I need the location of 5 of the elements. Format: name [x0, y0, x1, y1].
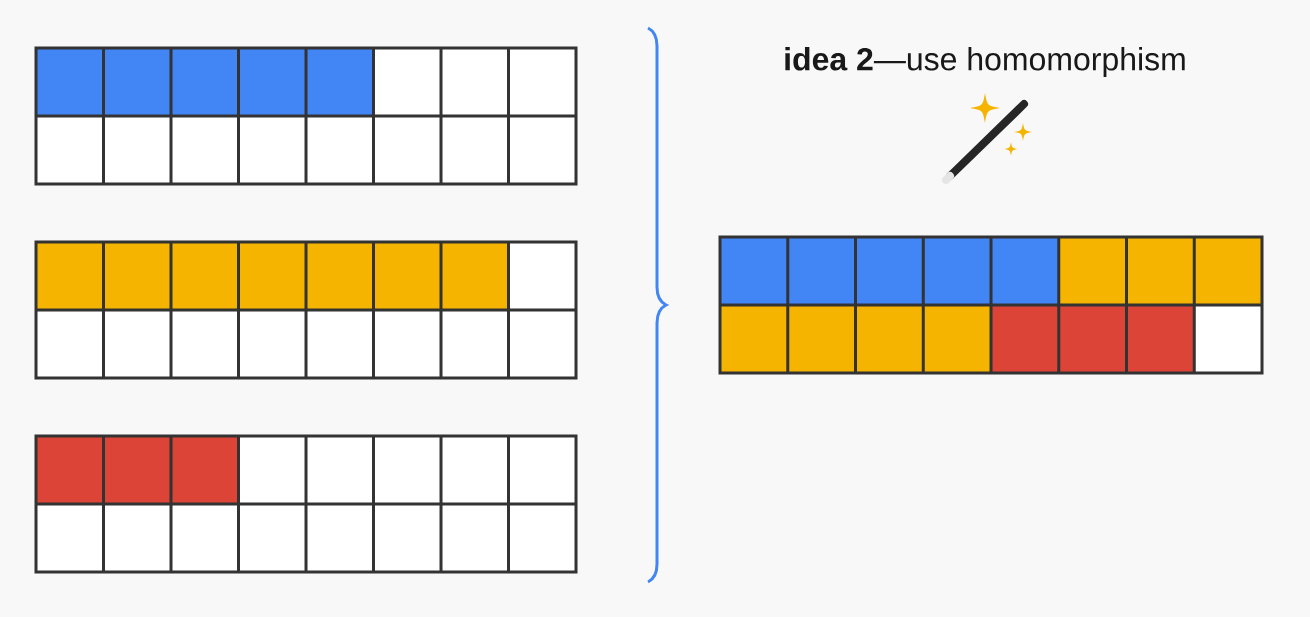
cell-grid	[718, 235, 1264, 375]
title: idea 2—use homomorphism	[785, 47, 1185, 77]
cell-grid	[34, 434, 578, 574]
cell-grid	[34, 240, 578, 380]
cell-grid	[34, 46, 578, 186]
